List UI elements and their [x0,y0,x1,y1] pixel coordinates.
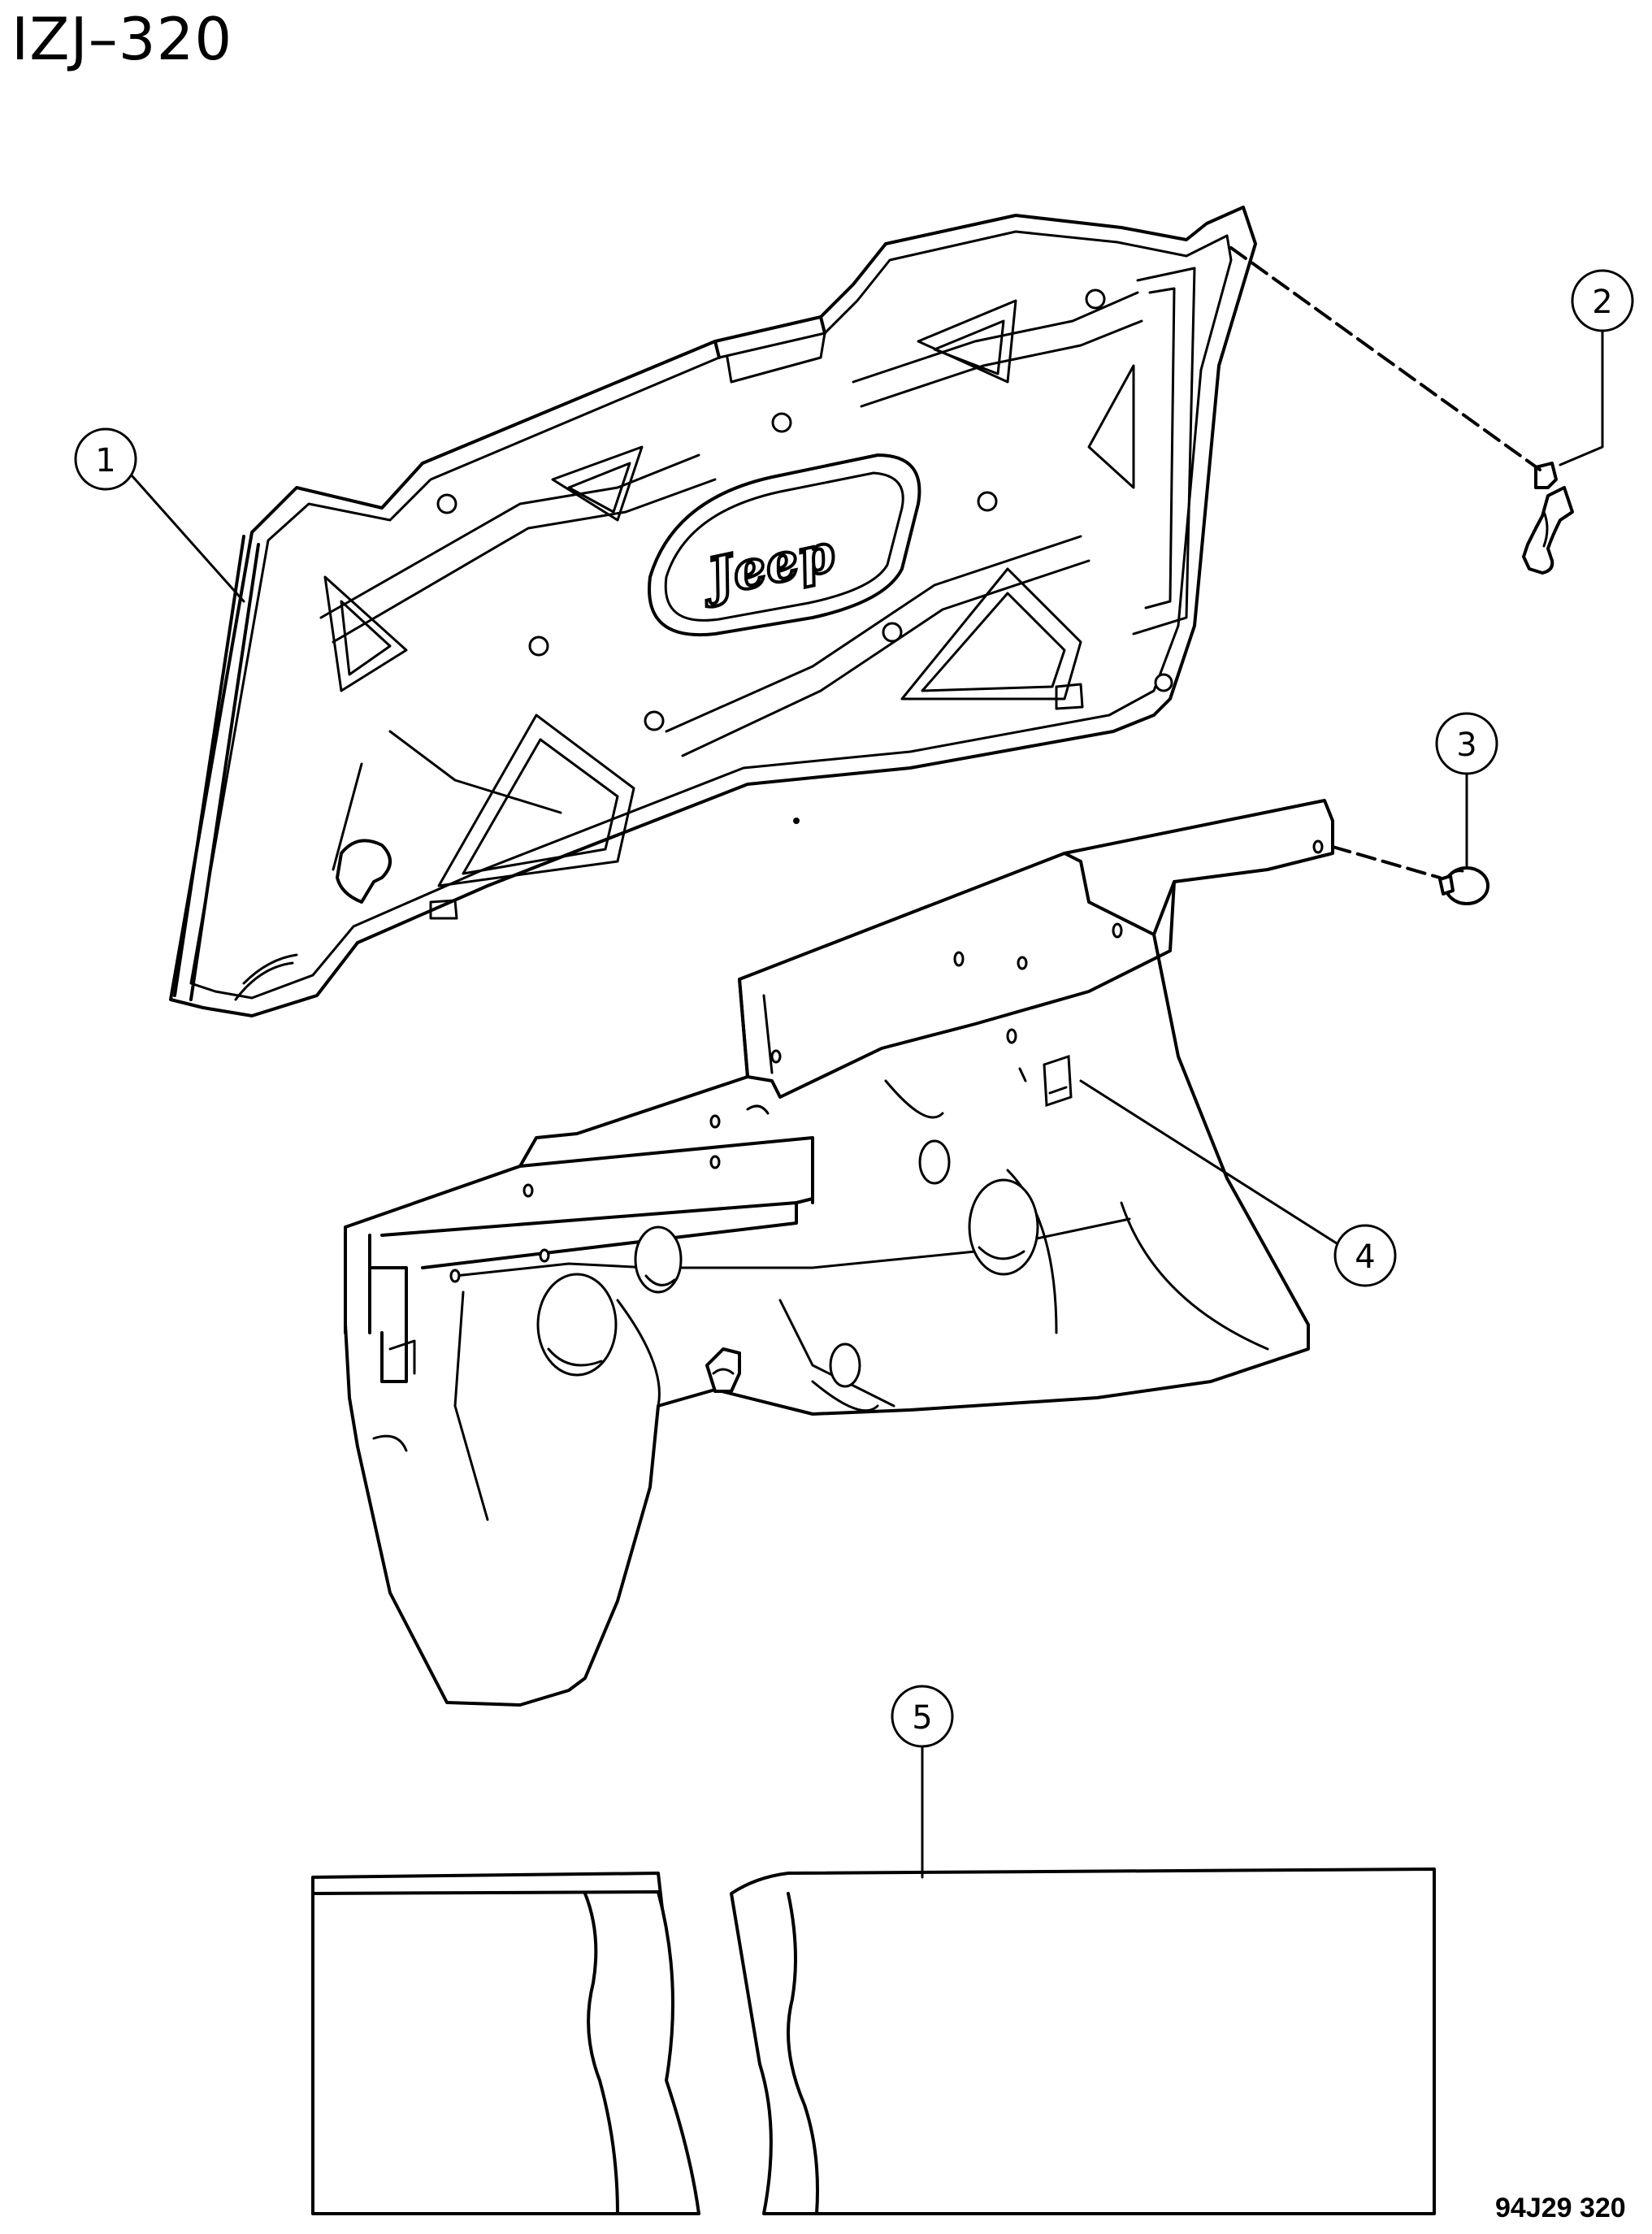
callout-5-label: 5 [912,1699,932,1737]
callout-1: 1 [74,427,245,603]
hood-clip-part [1229,246,1574,575]
callout-4-label: 4 [1355,1238,1375,1276]
callout-1-label: 1 [95,442,115,479]
callout-2-label: 2 [1592,284,1612,321]
insulation-sheet [311,1867,1436,2215]
callout-5: 5 [891,1685,954,1879]
plug-part [1331,845,1489,905]
callout-2: 2 [1559,269,1634,466]
callout-3: 3 [1435,712,1498,867]
callout-4: 4 [1079,1079,1397,1287]
dash-silencer-panel [344,799,1334,1707]
hood-insulation-panel: Jeep [169,206,1257,1017]
diagram-title: IZJ–320 [11,5,233,73]
footer-code: 94J29 320 [1495,2193,1626,2223]
callout-3-label: 3 [1456,727,1476,764]
hood-mounting-holes [436,288,1173,824]
